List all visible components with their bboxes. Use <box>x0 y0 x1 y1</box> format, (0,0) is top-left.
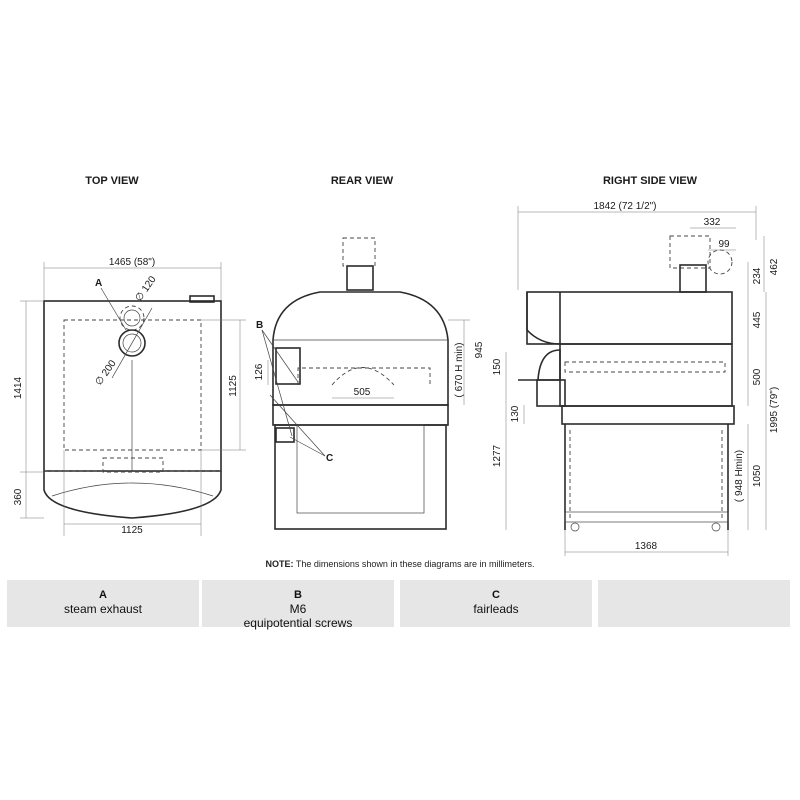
top-view-front-arc <box>51 482 214 497</box>
dim-side-1368: 1368 <box>635 541 658 552</box>
dim-side-462: 462 <box>769 258 780 275</box>
side-view-chimney-dashed <box>669 235 711 269</box>
rear-view: 945 ( 670 H min) 126 505 B C <box>254 237 485 530</box>
rear-view-plate <box>272 404 449 426</box>
note-label: NOTE: <box>265 559 294 569</box>
legend-letter: A <box>99 589 107 601</box>
dim-top-width: 1465 (58") <box>109 257 155 268</box>
callout-a: A <box>95 278 102 289</box>
dim-side-130: 130 <box>510 405 521 422</box>
legend-letter: C <box>492 589 500 601</box>
legend-text: equipotential screws <box>243 616 353 630</box>
top-view-front-shelf <box>43 471 222 519</box>
dim-rear-670: ( 670 H min) <box>454 342 465 397</box>
dim-side-500: 500 <box>752 368 763 385</box>
dim-side-99: 99 <box>718 239 730 250</box>
rear-view-title: REAR VIEW <box>331 175 394 187</box>
legend-letter: B <box>294 589 302 601</box>
legend-text: steam exhaust <box>63 602 143 616</box>
technical-drawing: TOP VIEW REAR VIEW RIGHT SIDE VIEW 1465 … <box>13 175 780 556</box>
rear-view-chimney <box>346 265 374 291</box>
rear-view-dome <box>272 291 449 406</box>
side-view-hood <box>526 292 561 345</box>
top-view-body <box>43 300 222 472</box>
top-view-inner-dashed <box>63 319 202 451</box>
side-view-chimney <box>679 264 707 293</box>
legend-text: M6 <box>289 602 307 616</box>
dim-rear-505: 505 <box>354 387 371 398</box>
dim-top-inner: 1125 <box>228 375 239 397</box>
right-side-view-title: RIGHT SIDE VIEW <box>603 175 698 187</box>
dim-side-1050: 1050 <box>752 464 763 487</box>
dim-side-1277: 1277 <box>492 444 503 467</box>
dim-top-base: 1125 <box>121 525 143 536</box>
dim-side-445: 445 <box>752 311 763 328</box>
rear-view-control-box <box>275 347 301 385</box>
top-view-exhaust-200 <box>118 329 146 357</box>
dim-top-front: 360 <box>13 488 24 505</box>
top-view-exhaust-120 <box>123 309 141 327</box>
legend-item-steam-exhaust: A steam exhaust <box>7 580 199 627</box>
legend-item-equipotential-screws: B M6 equipotential screws <box>202 580 394 630</box>
legend-item-empty <box>598 580 790 627</box>
rear-view-base <box>274 424 447 530</box>
top-view: 1465 (58") 1414 360 1125 1125 ∅ 120 ∅ 20… <box>13 257 246 536</box>
top-view-chimney-stub <box>189 295 215 303</box>
dim-side-1995: 1995 (79") <box>769 387 780 433</box>
units-note: NOTE: The dimensions shown in these diag… <box>0 559 800 569</box>
legend-item-fairleads: C fairleads <box>400 580 592 627</box>
rear-view-chimney-dashed <box>342 237 376 267</box>
right-side-view: 1842 (72 1/2") 332 99 462 234 445 500 19… <box>492 201 780 556</box>
dim-rear-945: 945 <box>474 341 485 358</box>
dim-dia-120: ∅ 120 <box>133 274 158 304</box>
rear-view-opening-dashed <box>297 367 431 385</box>
top-view-door-dashed <box>102 457 164 473</box>
dim-side-1842: 1842 (72 1/2") <box>593 201 656 212</box>
side-view-plate <box>561 405 735 425</box>
dim-side-332: 332 <box>704 217 721 228</box>
side-view-upper-body <box>526 291 733 345</box>
dim-side-150: 150 <box>492 358 503 375</box>
dim-top-depth: 1414 <box>13 376 24 399</box>
dim-side-234: 234 <box>752 267 763 284</box>
side-view-door <box>518 349 561 381</box>
legend: A steam exhaust B M6 equipotential screw… <box>0 580 800 630</box>
dim-side-948: ( 948 Hmin) <box>734 450 745 502</box>
rear-view-fairlead-box <box>275 427 295 443</box>
callout-b: B <box>256 320 263 331</box>
callout-c: C <box>326 453 333 464</box>
side-view-middle-body <box>559 343 733 407</box>
note-text: The dimensions shown in these diagrams a… <box>293 559 535 569</box>
dim-rear-126: 126 <box>254 363 265 380</box>
legend-text: fairleads <box>473 602 519 616</box>
top-view-title: TOP VIEW <box>85 175 139 187</box>
